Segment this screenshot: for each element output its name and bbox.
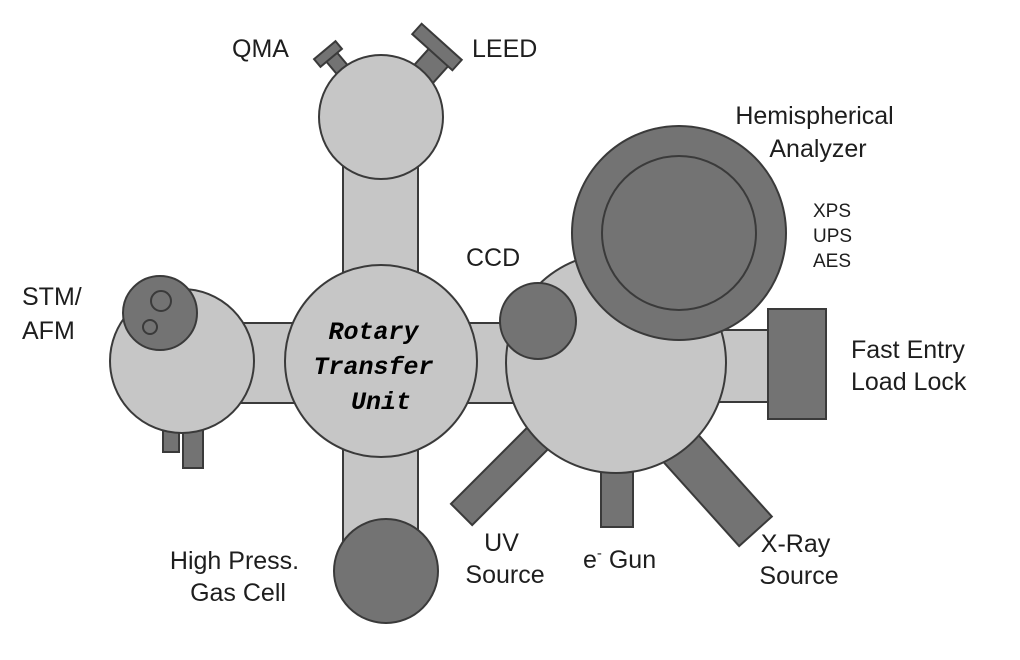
ccd-label: CCD <box>466 244 520 272</box>
stm-tip-circle-large <box>150 290 172 312</box>
uv-source-label: UV Source <box>465 529 544 589</box>
high-pressure-gas-cell-label: High Press. Gas Cell <box>170 547 306 607</box>
qma-label: QMA <box>232 35 289 63</box>
high-pressure-gas-cell <box>333 518 439 624</box>
fast-entry-load-lock <box>767 308 827 420</box>
stm-afm-label: STM/ AFM <box>22 283 89 345</box>
stm-port-2 <box>182 429 204 469</box>
e-gun-label: e- Gun <box>583 545 656 574</box>
leed-label: LEED <box>472 35 537 63</box>
diagram-shapes <box>109 22 827 624</box>
ccd-port <box>499 282 577 360</box>
top-chamber <box>318 54 444 180</box>
fast-entry-load-lock-label: Fast Entry Load Lock <box>851 336 972 396</box>
stm-afm-head <box>122 275 198 351</box>
technique-list: XPS UPS AES <box>813 201 857 272</box>
stm-tip-circle-small <box>142 319 158 335</box>
rotary-transfer-unit <box>284 264 478 458</box>
e-gun-port <box>600 464 634 528</box>
rotary-transfer-label: Rotary Transfer Unit <box>313 318 448 417</box>
x-ray-source-label: X-Ray Source <box>759 530 838 590</box>
hemispherical-analyzer-inner <box>601 155 757 311</box>
hemispherical-analyzer-label: Hemispherical Analyzer <box>735 102 900 163</box>
